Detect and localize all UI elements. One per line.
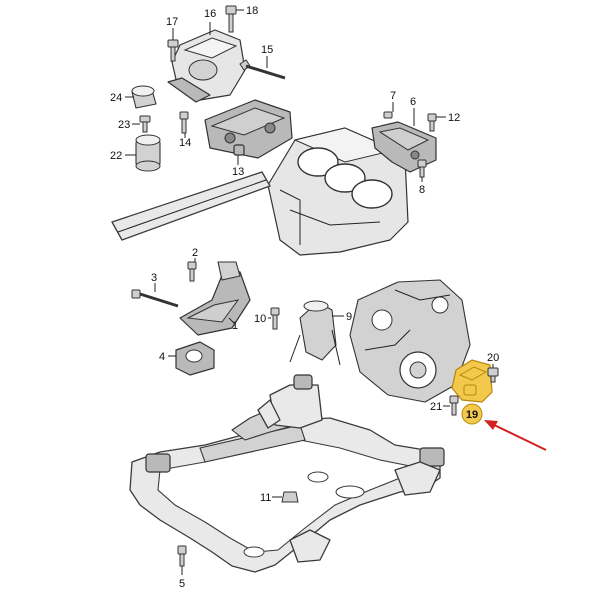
callout-4: 4 bbox=[159, 351, 165, 363]
bolt-12 bbox=[427, 113, 437, 132]
frame-bushing bbox=[419, 447, 445, 467]
engine-block bbox=[267, 127, 409, 256]
callout-2: 2 bbox=[192, 247, 198, 259]
callout-15: 15 bbox=[261, 44, 273, 56]
callout-labels: 16 17 18 15 24 23 22 14 13 7 12 6 8 2 3 … bbox=[110, 5, 499, 590]
callout-23: 23 bbox=[118, 119, 130, 131]
bolt-8 bbox=[417, 159, 427, 178]
callout-7: 7 bbox=[390, 90, 396, 102]
callout-11: 11 bbox=[260, 492, 271, 504]
callout-9: 9 bbox=[346, 311, 352, 323]
bolt-15 bbox=[239, 59, 286, 80]
frame-bushing bbox=[145, 453, 171, 473]
callout-14: 14 bbox=[179, 137, 191, 149]
cap-24 bbox=[131, 85, 157, 109]
callout-19-group[interactable]: 19 bbox=[461, 403, 483, 425]
callout-21: 21 bbox=[430, 401, 442, 413]
subframe bbox=[129, 374, 445, 573]
callout-6: 6 bbox=[410, 96, 416, 108]
bushing-22 bbox=[135, 134, 161, 172]
leader-lines bbox=[125, 9, 494, 575]
bracket-13 bbox=[204, 99, 293, 159]
bolt-14 bbox=[179, 111, 189, 134]
bolt-23 bbox=[139, 115, 151, 133]
callout-22: 22 bbox=[110, 150, 122, 162]
callout-17: 17 bbox=[166, 16, 178, 28]
bolt-21 bbox=[449, 395, 459, 416]
bolt-3 bbox=[131, 289, 179, 308]
callout-10: 10 bbox=[254, 313, 266, 325]
mount-9 bbox=[289, 300, 341, 366]
highlighted-part-19[interactable] bbox=[451, 359, 493, 403]
callout-18: 18 bbox=[246, 5, 258, 17]
callout-16: 16 bbox=[204, 8, 216, 20]
bushing-4 bbox=[175, 341, 215, 376]
bolt-2 bbox=[187, 261, 197, 282]
bolt-20 bbox=[487, 367, 499, 383]
callout-13: 13 bbox=[232, 166, 244, 178]
callout-1: 1 bbox=[232, 320, 238, 332]
bolt-18 bbox=[225, 5, 237, 33]
callout-5: 5 bbox=[179, 578, 185, 590]
callout-19[interactable]: 19 bbox=[466, 409, 478, 421]
bolt-7 bbox=[383, 111, 393, 119]
transmission bbox=[349, 279, 471, 403]
frame-bushing bbox=[293, 374, 313, 390]
callout-12: 12 bbox=[448, 112, 460, 124]
engine-mount-16 bbox=[167, 29, 246, 103]
bolt-5 bbox=[177, 545, 187, 567]
bracket-1 bbox=[179, 261, 251, 336]
callout-20: 20 bbox=[487, 352, 499, 364]
callout-24: 24 bbox=[110, 92, 122, 104]
callout-3: 3 bbox=[151, 272, 157, 284]
bolt-11 bbox=[281, 491, 299, 503]
callout-8: 8 bbox=[419, 184, 425, 196]
rail-bar bbox=[111, 171, 271, 241]
bolt-10 bbox=[270, 307, 280, 330]
red-arrow bbox=[484, 420, 547, 451]
callout-19-badge[interactable] bbox=[461, 403, 483, 425]
